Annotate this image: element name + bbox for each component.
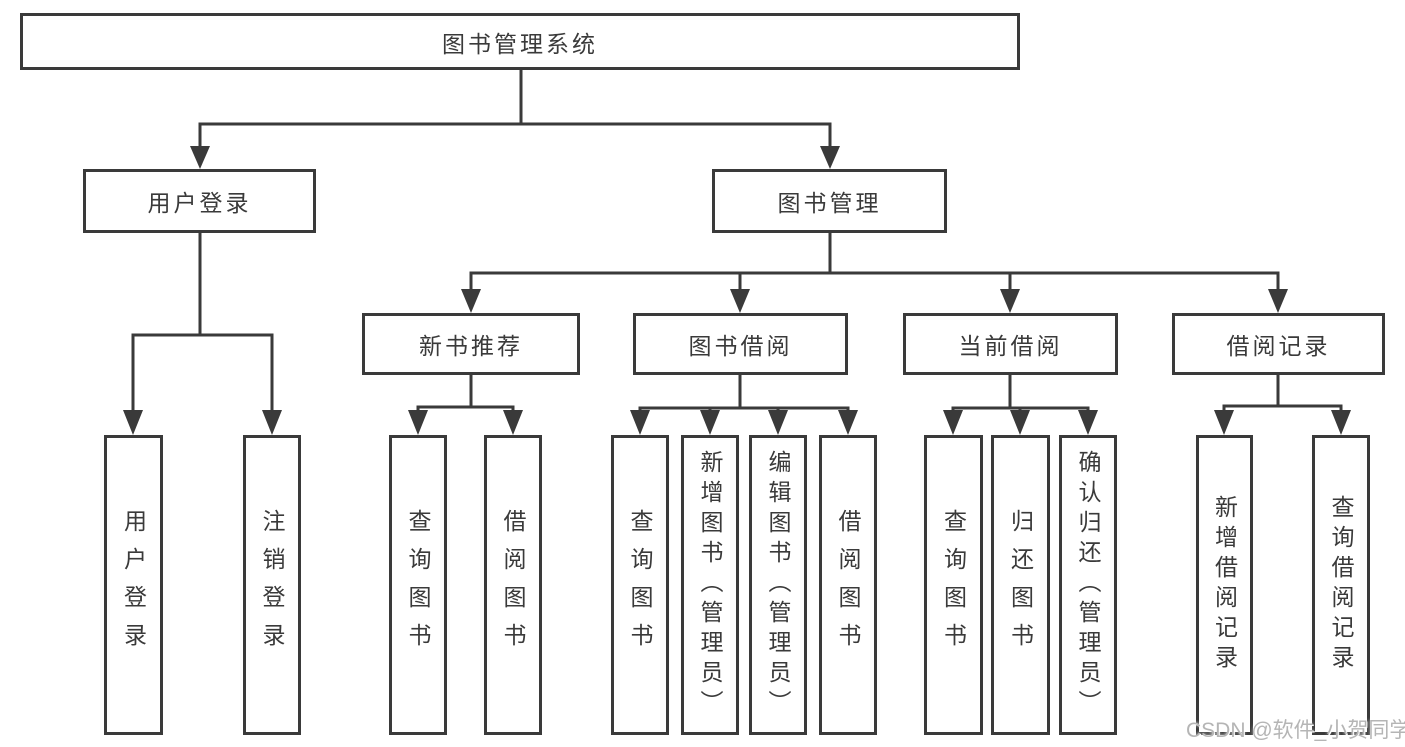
node-label: 查询图书 [940,509,967,661]
node-label: 新增借阅记录 [1211,495,1238,675]
arrow-down-icon [1078,410,1098,435]
arrow-down-icon [1331,410,1351,435]
leaf-newbook-borrow-books: 借阅图书 [484,435,542,735]
node-book-management: 图书管理 [712,169,947,233]
arrow-down-icon [1010,410,1030,435]
connector-new-book-children [408,373,523,435]
arrow-down-icon [730,289,750,313]
connector-user-login-children [123,231,282,435]
node-label: 编辑图书（管理员） [765,450,791,720]
node-label: 用户登录 [147,190,252,216]
arrow-down-icon [838,410,858,435]
connector-current-borrow-children [943,373,1098,435]
arrow-down-icon [1268,289,1288,313]
node-label: 注销登录 [259,509,285,661]
leaf-edit-book-admin: 编辑图书（管理员） [749,435,807,735]
node-borrow-records: 借阅记录 [1172,313,1385,375]
node-label: 图书借阅 [688,333,793,359]
arrow-down-icon [768,410,788,435]
arrow-down-icon [262,410,282,435]
node-label: 当前借阅 [958,333,1063,359]
node-label: 查询借阅记录 [1328,495,1354,675]
node-label: 归还图书 [1007,509,1034,661]
arrow-down-icon [503,410,523,435]
leaf-add-borrow-record: 新增借阅记录 [1196,435,1253,735]
arrow-down-icon [190,146,210,169]
node-new-book-recommend: 新书推荐 [362,313,580,375]
connector-book-borrow-children [630,373,858,435]
arrow-down-icon [461,289,481,313]
node-label: 查询图书 [627,509,653,661]
node-label: 新书推荐 [419,333,523,359]
leaf-user-login: 用户登录 [104,435,163,735]
arrow-down-icon [943,410,963,435]
leaf-borrow-books: 借阅图书 [819,435,877,735]
arrow-down-icon [123,410,143,435]
leaf-add-book-admin: 新增图书（管理员） [681,435,739,735]
watermark: CSDN @软件_小贺同学 [1186,719,1405,742]
node-label: 借阅记录 [1226,333,1331,359]
node-user-login: 用户登录 [83,169,316,233]
node-label: 新增图书（管理员） [697,450,723,720]
arrow-down-icon [408,410,428,435]
node-book-borrowing: 图书借阅 [633,313,848,375]
node-label: 借阅图书 [835,509,861,661]
node-label: 借阅图书 [500,509,526,661]
node-label: 确认归还（管理员） [1075,450,1101,720]
arrow-down-icon [1000,289,1020,313]
arrow-down-icon [820,146,840,169]
arrow-down-icon [1214,410,1234,435]
leaf-confirm-return-admin: 确认归还（管理员） [1059,435,1117,735]
node-label: 查询图书 [405,509,431,661]
connector-root-to-level2 [190,68,840,169]
connector-borrow-records-children [1214,373,1351,435]
node-root: 图书管理系统 [20,13,1020,70]
leaf-borrowing-query-books: 查询图书 [611,435,669,735]
arrow-down-icon [700,410,720,435]
leaf-current-query-books: 查询图书 [924,435,983,735]
leaf-query-borrow-record: 查询借阅记录 [1312,435,1370,735]
leaf-return-books: 归还图书 [991,435,1050,735]
node-label: 图书管理系统 [442,30,598,57]
leaf-newbook-query-books: 查询图书 [389,435,447,735]
arrow-down-icon [630,410,650,435]
node-current-borrowing: 当前借阅 [903,313,1118,375]
node-label: 图书管理 [777,190,882,216]
connector-book-management-to-level3 [461,231,1288,313]
leaf-logout: 注销登录 [243,435,301,735]
node-label: 用户登录 [120,509,147,661]
